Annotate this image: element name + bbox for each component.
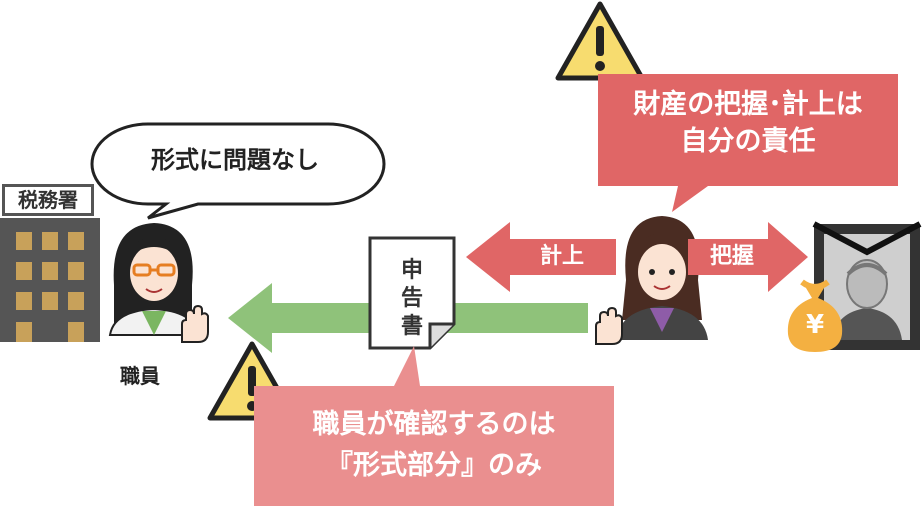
tax-office-sign-text: 税務署 bbox=[18, 188, 78, 212]
staff-person-icon bbox=[108, 223, 200, 336]
callout-bottom-line1: 職員が確認するのは bbox=[312, 409, 556, 440]
tax-office-sign: 税務署 bbox=[2, 184, 94, 216]
office-building-icon bbox=[0, 218, 100, 342]
document-icon bbox=[368, 236, 456, 350]
document-char-2: 告 bbox=[400, 286, 423, 311]
document-char-3: 書 bbox=[400, 314, 423, 339]
arrow-grasp-label: 把握 bbox=[709, 244, 754, 269]
tax-office: 税務署 bbox=[0, 184, 100, 342]
warning-icon bbox=[555, 1, 645, 81]
arrow-record bbox=[466, 222, 616, 292]
taxpayer-person-icon bbox=[616, 216, 708, 340]
callout-top-box bbox=[598, 74, 898, 212]
arrow-record-label: 計上 bbox=[539, 244, 584, 269]
document-char-1: 申 bbox=[400, 258, 423, 283]
hand-icon bbox=[181, 304, 209, 343]
arrow-grasp bbox=[688, 222, 808, 292]
money-bag-icon bbox=[787, 279, 843, 352]
money-bag-symbol: ¥ bbox=[805, 310, 825, 340]
staff-label: 職員 bbox=[120, 364, 160, 388]
callout-top-line1: 財産の把握･計上は bbox=[633, 89, 863, 120]
callout-bottom-box bbox=[254, 346, 614, 506]
hand-icon bbox=[595, 306, 623, 345]
callout-top-line2: 自分の責任 bbox=[680, 126, 816, 157]
speech-bubble-text: 形式に問題なし bbox=[151, 146, 319, 174]
speech-bubble bbox=[90, 122, 386, 220]
callout-bottom-line2: 『形式部分』のみ bbox=[326, 450, 542, 481]
